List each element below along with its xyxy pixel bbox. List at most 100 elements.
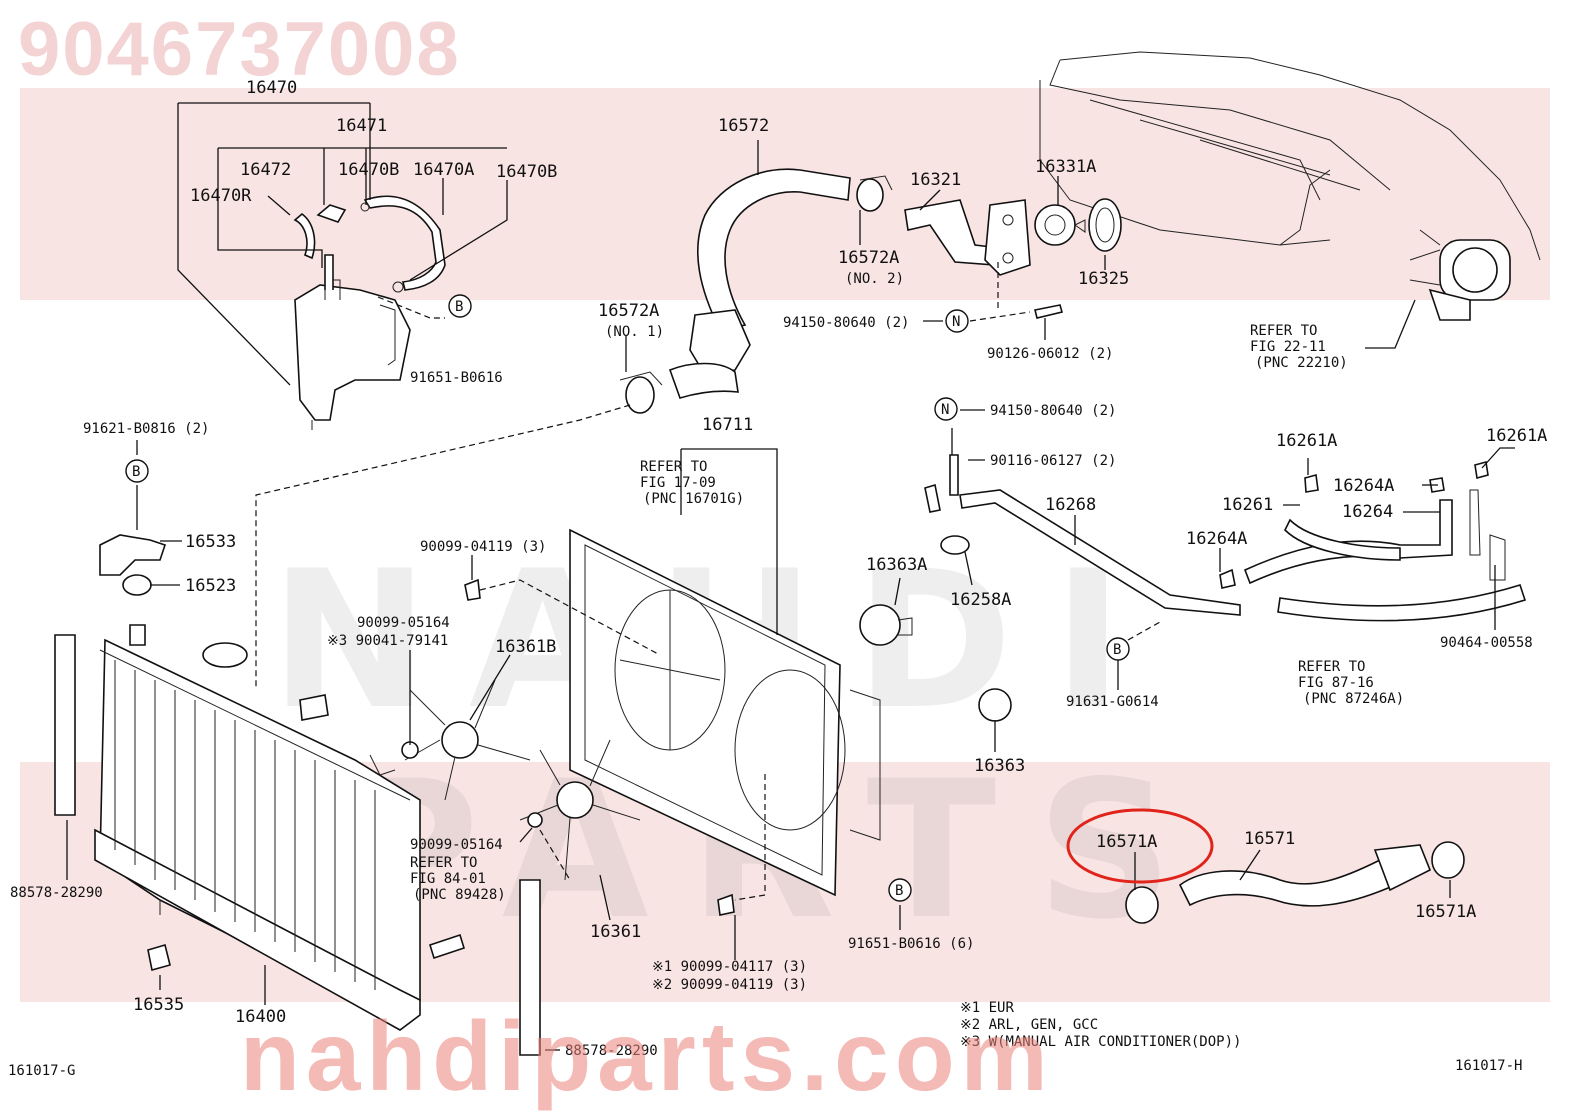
seal-strips-drawing [54,634,541,1056]
label-16535: 16535 [133,995,184,1015]
throttle-body-drawing [1409,229,1511,321]
label-16331A: 16331A [1035,157,1096,177]
note-3: ※3 W(MANUAL AIR CONDITIONER(DOP)) [960,1034,1241,1050]
note-1: ※1 EUR [960,1000,1014,1016]
site-watermark: nahdiparts.com [240,1001,1054,1111]
label-16258A: 16258A [950,590,1011,610]
label-refer-17-09-b: FIG 17-09 [640,475,716,491]
part-labels: 16470 16471 16472 16470B 16470A 16470B 1… [10,78,1547,1059]
label-16261A-2: 16261A [1486,426,1547,446]
radiator-16400-drawing [94,624,421,1031]
label-16571A-2: 16571A [1415,902,1476,922]
fan-blades-drawing [404,679,641,881]
label-16572A-no1: 16572A [598,301,659,321]
label-16261: 16261 [1222,495,1273,515]
label-refer-87-16-b: FIG 87-16 [1298,675,1374,691]
bypass-pipe-16268-drawing [924,483,1527,622]
support-bracket-drawing [99,534,167,596]
label-16261A-1: 16261A [1276,431,1337,451]
highlight-16571A [1066,808,1214,884]
label-88578-28290-b: 88578-28290 [565,1043,658,1059]
label-16470A: 16470A [413,160,474,180]
marker-n-2 [934,397,958,421]
label-94150-80640-a: 94150-80640 (2) [783,315,909,331]
label-91631-G0614: 91631-G0614 [1066,694,1159,710]
label-16325: 16325 [1078,269,1129,289]
footnotes: ※1 EUR ※2 ARL, GEN, GCC ※3 W(MANUAL AIR … [960,1000,1241,1050]
label-91651-B0616-6: 91651-B0616 (6) [848,936,974,952]
label-16572: 16572 [718,116,769,136]
label-90099-04119-a: 90099-04119 (3) [420,539,546,555]
label-refer-84-01-c: (PNC 89428) [413,887,506,903]
water-inlet-16321-drawing [856,175,1031,276]
label-16264A-1: 16264A [1333,476,1394,496]
label-16268: 16268 [1045,495,1096,515]
part-number-title: 9046737008 [18,7,461,92]
marker-b-2-text: B [132,464,140,480]
upper-hose-16572-drawing [619,168,851,414]
label-refer-22-11-c: (PNC 22210) [1255,355,1348,371]
label-16470B-2: 16470B [496,162,557,182]
label-90464-00558: 90464-00558 [1440,635,1533,651]
label-91621-B0816: 91621-B0816 (2) [83,421,209,437]
label-16471: 16471 [336,116,387,136]
label-refer-87-16-a: REFER TO [1298,659,1365,675]
label-90099-04117: ※1 90099-04117 (3) [652,959,807,975]
label-90099-05164-a: 90099-05164 [357,615,450,631]
figure-code-right: 161017-H [1455,1058,1522,1074]
watermark-band-top [20,88,1550,300]
label-16571A-1: 16571A [1096,832,1157,852]
label-16361: 16361 [590,922,641,942]
small-fasteners-drawing [401,460,1489,960]
marker-b-4-text: B [895,883,903,899]
label-88578-28290-a: 88578-28290 [10,885,103,901]
label-refer-87-16-c: (PNC 87246A) [1303,691,1404,707]
label-16523: 16523 [185,576,236,596]
label-refer-22-11-b: FIG 22-11 [1250,339,1326,355]
label-94150-80640-b: 94150-80640 (2) [990,403,1116,419]
figure-code-left: 161017-G [8,1063,75,1079]
marker-b-1-text: B [455,299,463,315]
label-90099-04119-b: ※2 90099-04119 (3) [652,977,807,993]
label-90099-05164-b: 90099-05164 [410,837,503,853]
thermostat-drawing [1034,198,1122,252]
fan-motors-drawing [859,604,1012,722]
note-2: ※2 ARL, GEN, GCC [960,1017,1098,1033]
bolts-drawing [949,304,1063,496]
label-refer-84-01-a: REFER TO [410,855,477,871]
label-16400: 16400 [235,1007,286,1027]
label-90126-06012: 90126-06012 (2) [987,346,1113,362]
gasket-16258A-drawing [940,535,970,555]
marker-b-2 [125,459,149,483]
label-refer-22-11-a: REFER TO [1250,323,1317,339]
marker-b-3-text: B [1113,642,1121,658]
label-16571: 16571 [1244,829,1295,849]
label-16711: 16711 [702,415,753,435]
label-16363A: 16363A [866,555,927,575]
reservoir-tank-drawing [293,195,446,430]
marker-n-1 [945,309,969,333]
lower-hose-16571-drawing [1125,841,1465,924]
label-16470: 16470 [246,78,297,98]
marker-n-2-text: N [941,402,949,418]
label-90116-06127: 90116-06127 (2) [990,453,1116,469]
marker-n-1-text: N [952,314,960,330]
fan-shroud-16711-drawing [569,528,881,897]
marker-b-3 [1106,637,1130,661]
label-16572A-no2: 16572A [838,248,899,268]
label-refer-84-01-b: FIG 84-01 [410,871,486,887]
label-16264A-2: 16264A [1186,529,1247,549]
label-refer-17-09-a: REFER TO [640,459,707,475]
label-16470B-1: 16470B [338,160,399,180]
label-16533: 16533 [185,532,236,552]
label-16363: 16363 [974,756,1025,776]
label-16470R: 16470R [190,186,252,206]
label-16361B: 16361B [495,637,556,657]
label-16472: 16472 [240,160,291,180]
marker-b-1 [448,294,472,318]
label-90041-79141: ※3 90041-79141 [327,633,448,649]
marker-b-4 [888,878,912,902]
label-16264: 16264 [1342,502,1393,522]
